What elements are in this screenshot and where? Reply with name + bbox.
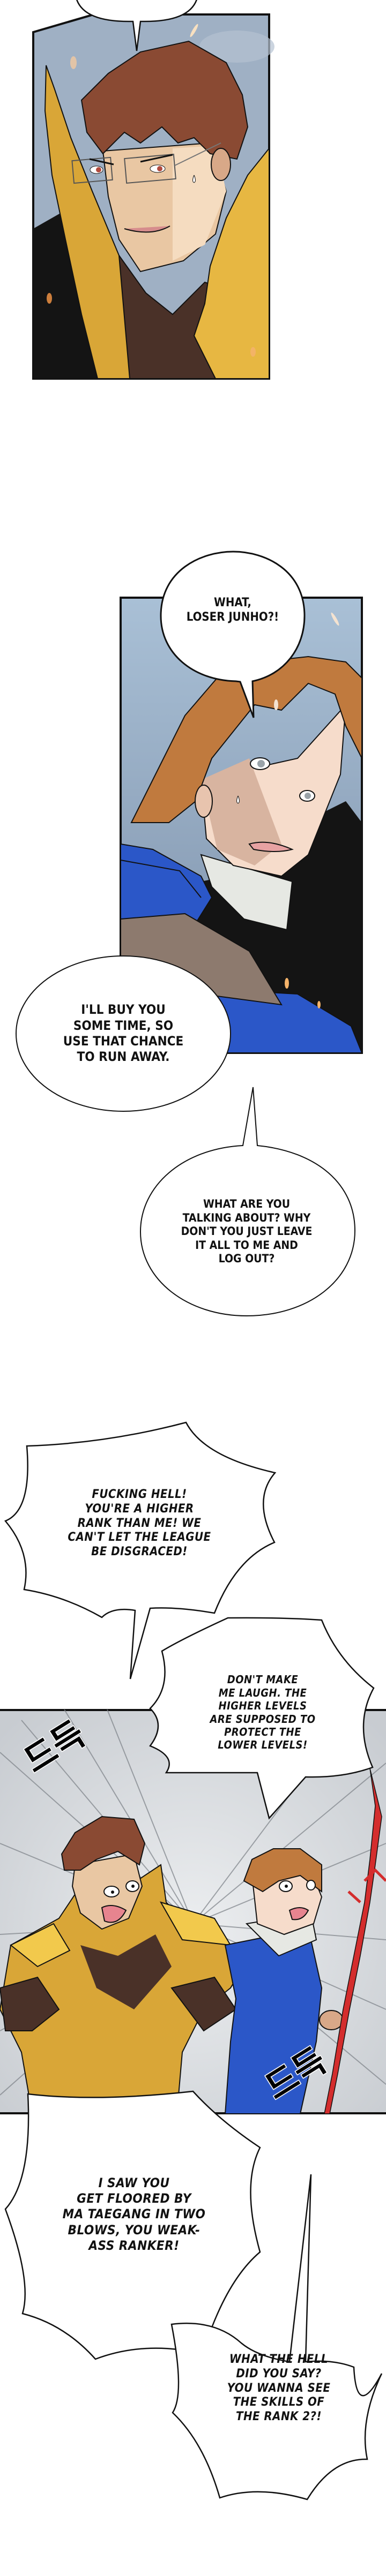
speech-bubble-b7-shape: [170, 2174, 383, 2500]
speech-bubble-b1-shape: [160, 551, 306, 718]
panel-2-art: [120, 597, 363, 1054]
speech-bubble-b5: DON'T MAKE ME LAUGH. THE HIGHER LEVELS A…: [210, 1673, 316, 1752]
speech-bubble-b2-shape: [16, 955, 231, 1112]
speech-bubble-b3: WHAT ARE YOU TALKING ABOUT? WHY DON'T YO…: [181, 1197, 313, 1266]
speech-bubble-b5-shape: [149, 1617, 375, 1820]
speech-bubble-b1: WHAT, LOSER JUNHO?!: [186, 596, 279, 624]
panel-1: [32, 13, 274, 380]
speech-bubble-b6: I SAW YOU GET FLOORED BY MA TAEGANG IN T…: [62, 2175, 206, 2253]
top-partial-bubble: [76, 0, 197, 51]
speech-bubble-b4: FUCKING HELL! YOU'RE A HIGHER RANK THAN …: [68, 1487, 211, 1559]
speech-bubble-b4-shape: [4, 1421, 277, 1679]
speech-bubble-b7: WHAT THE HELL DID YOU SAY? YOU WANNA SEE…: [227, 2352, 331, 2424]
speech-bubble-b2: I'LL BUY YOU SOME TIME, SO USE THAT CHAN…: [63, 1002, 184, 1065]
panel-1-art: [32, 13, 274, 380]
speech-bubble-b3-shape: [139, 1087, 356, 1317]
panel-3-art: [0, 1709, 386, 2114]
panel-3: 드득 드득: [0, 1709, 386, 2114]
panel-2: [120, 597, 363, 1054]
